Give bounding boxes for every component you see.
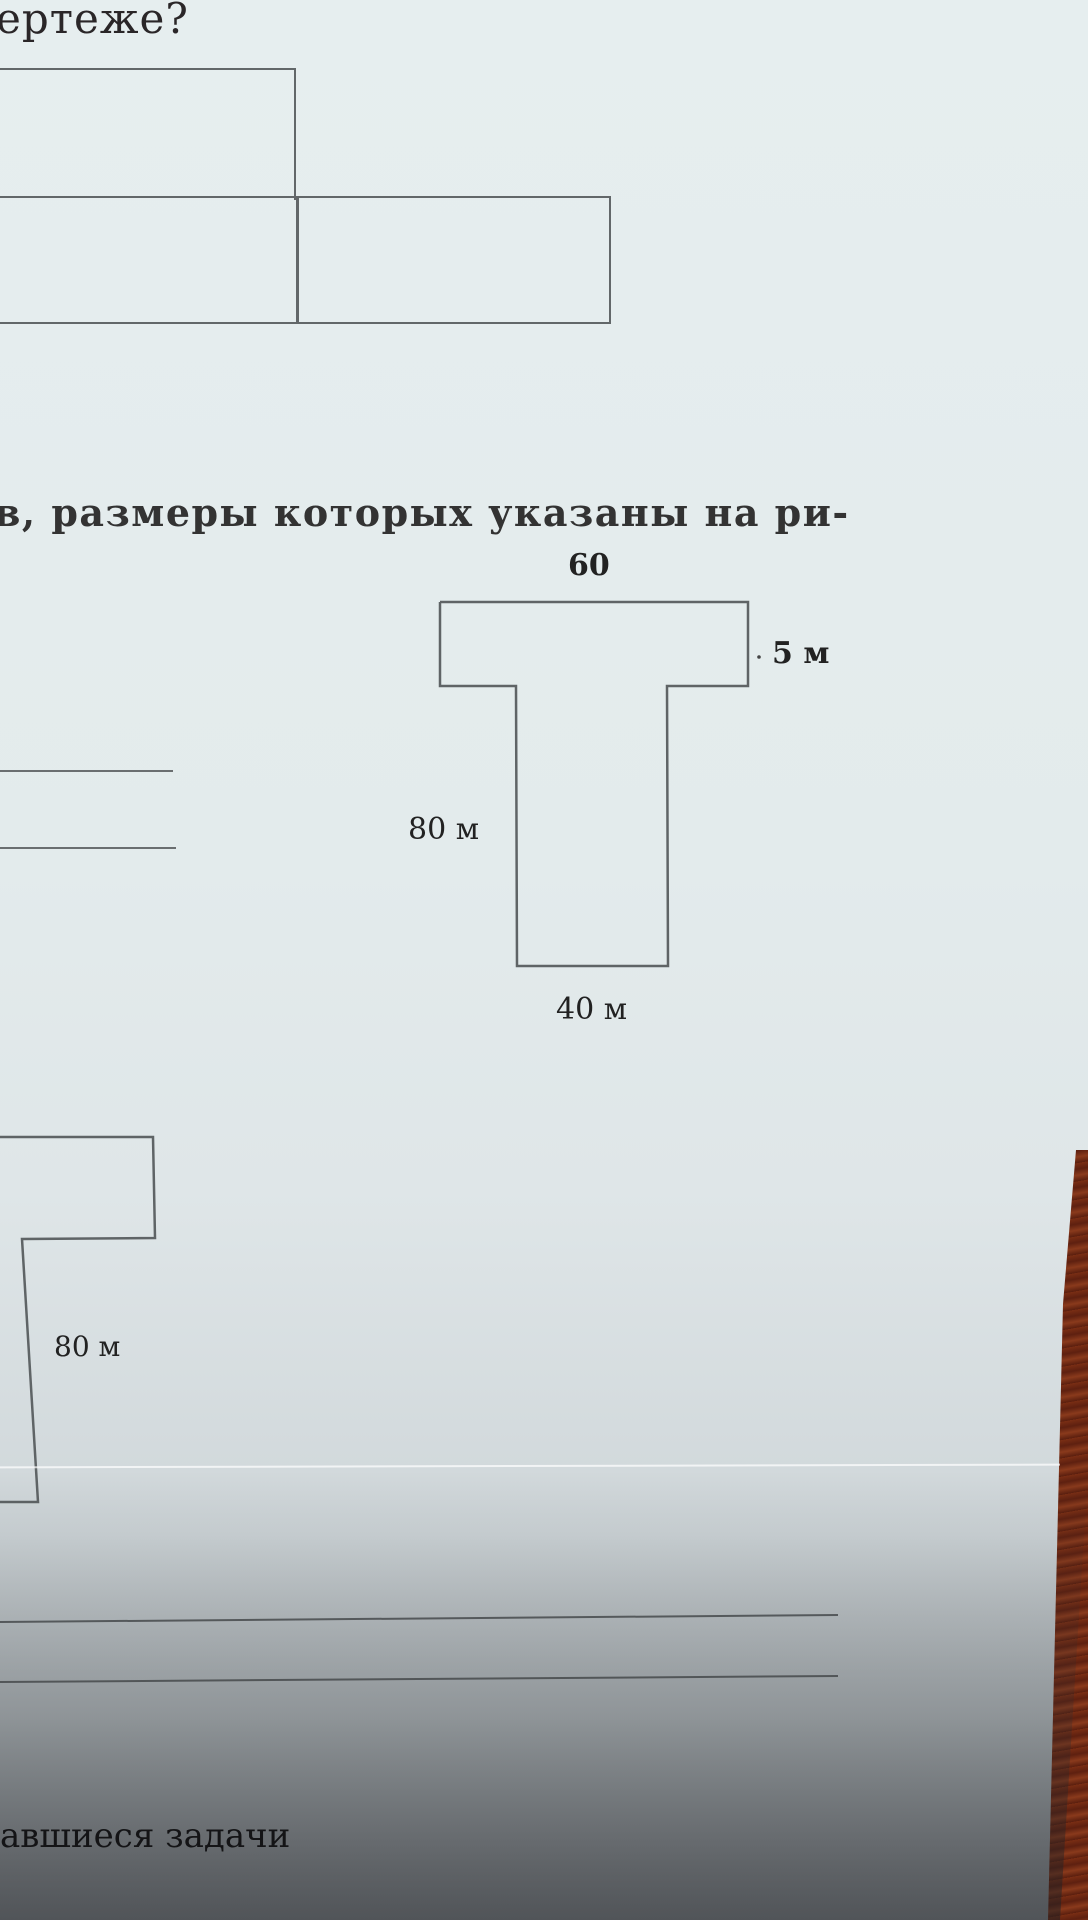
- label-height-partial: 80 м: [54, 1330, 121, 1363]
- question-middle-text: в, размеры которых указаны на ри-: [0, 490, 850, 535]
- label-height-right: 5 м: [772, 636, 830, 671]
- label-width-bottom: 40 м: [556, 992, 628, 1027]
- answer-line: [0, 770, 173, 772]
- label-height-left: 80 м: [408, 812, 480, 847]
- footer-text: авшиеся задачи: [0, 1816, 291, 1856]
- label-width-top: 60: [568, 548, 610, 583]
- upper-rectangle: [0, 68, 296, 200]
- lower-right-rectangle: [296, 196, 611, 324]
- answer-line: [0, 847, 176, 849]
- lower-left-rectangle: [0, 196, 299, 324]
- question-top-text: ертеже?: [0, 0, 189, 43]
- shadow-overlay: [0, 1470, 1088, 1920]
